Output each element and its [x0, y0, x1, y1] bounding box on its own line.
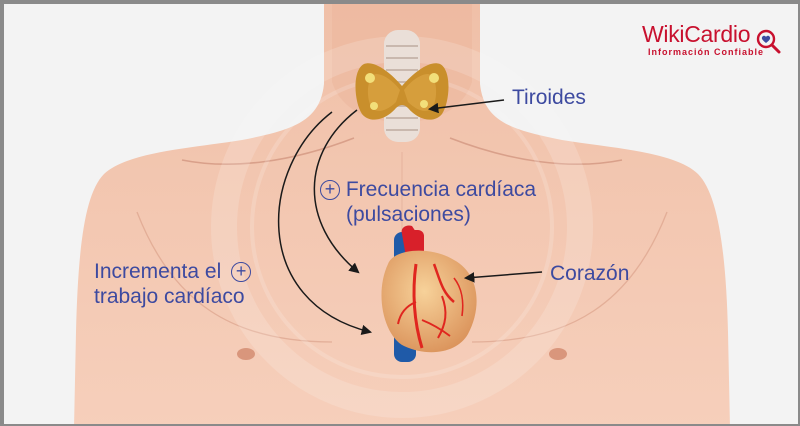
right-clavicle-contour [449, 137, 623, 166]
pointer-heart-label [463, 271, 543, 283]
label-workload-line1: Incrementa el [94, 260, 222, 283]
plus-circle-icon: + [320, 180, 340, 200]
left-clavicle-contour [181, 137, 355, 166]
label-heart: Corazón [550, 262, 630, 285]
heart [381, 225, 477, 362]
right-nipple [549, 348, 567, 360]
left-pectoral-contour [136, 211, 333, 343]
logo-tagline: Información Confiable [648, 47, 765, 57]
label-heart-rate-line2: (pulsaciones) [346, 203, 471, 226]
arrow-thyroid-to-heart-rate [313, 109, 360, 274]
arrow-thyroid-to-workload [277, 111, 373, 336]
magnifier-heart-icon [756, 29, 781, 54]
label-heart-rate-line1: Frecuencia cardíaca [345, 178, 537, 201]
pointer-thyroid-label [427, 99, 505, 114]
label-workload: Incrementa el + [94, 260, 252, 284]
wikicardio-logo: WikiCardio [642, 21, 751, 47]
label-heart-rate: + Frecuencia cardíaca [320, 178, 536, 202]
label-workload-line2: trabajo cardíaco [94, 285, 245, 308]
label-thyroid: Tiroides [512, 86, 586, 109]
thyroid-gland [355, 63, 449, 120]
plus-circle-icon: + [231, 262, 252, 282]
right-pectoral-contour [471, 211, 668, 343]
left-nipple [237, 348, 255, 360]
